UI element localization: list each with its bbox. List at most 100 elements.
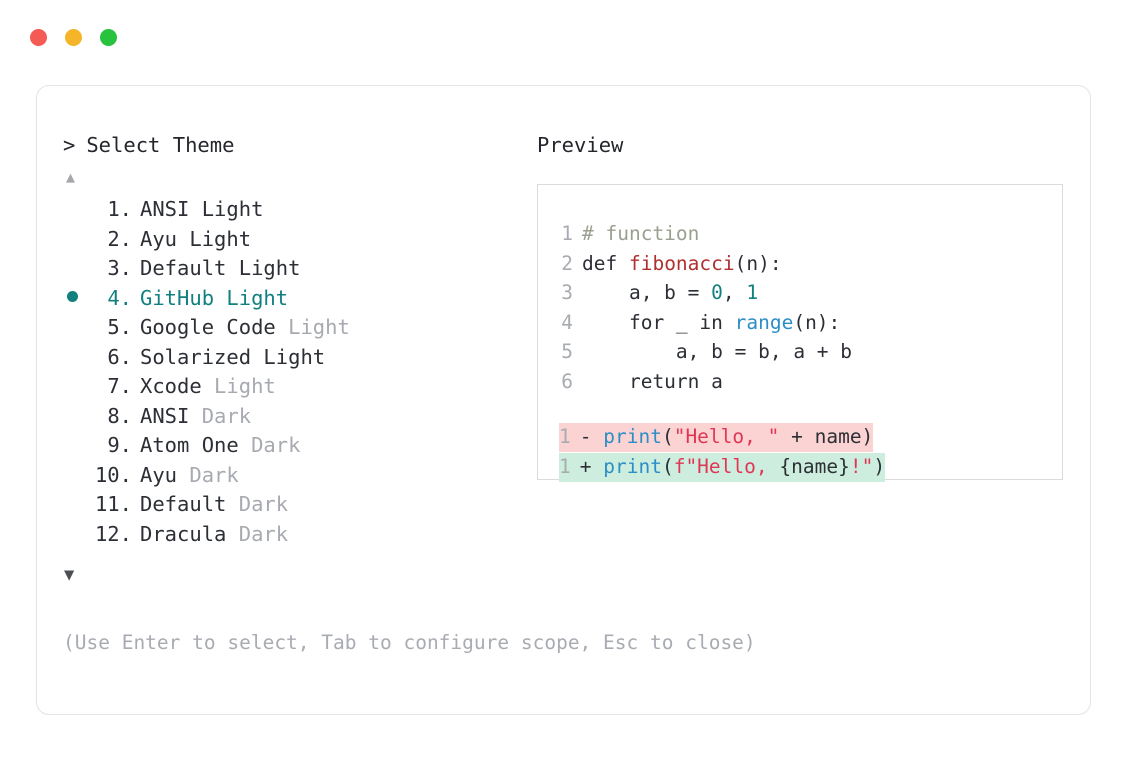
theme-list-item[interactable]: 10. Ayu Dark (63, 463, 523, 493)
index-gap (132, 404, 140, 428)
theme-list-item[interactable]: 12. Dracula Dark (63, 522, 523, 552)
theme-item-index: 8. (107, 403, 132, 428)
diff-token: !" (849, 454, 874, 478)
code-line: 4 for _ in range(n): (538, 311, 1062, 341)
code-line-content: a, b = 0, 1 (582, 281, 758, 304)
theme-item-name: Ayu (140, 462, 178, 487)
diff-token: ) (873, 454, 886, 478)
maximize-window-dot[interactable] (100, 29, 117, 46)
diff-token: ( (661, 454, 674, 478)
index-gap (132, 433, 140, 457)
scroll-up-arrow-icon[interactable]: ▲ (66, 168, 76, 186)
code-line: 2 def fibonacci(n): (538, 252, 1062, 282)
minimize-window-dot[interactable] (65, 29, 82, 46)
theme-item-index: 7. (107, 374, 132, 398)
theme-item-variant: Dark (189, 403, 252, 428)
code-line-content: a, b = b, a + b (582, 340, 852, 363)
index-gap (132, 345, 140, 369)
theme-item-variant: Light (275, 315, 350, 339)
theme-list-item[interactable]: 1. ANSI Light (63, 197, 523, 227)
index-gap (132, 286, 140, 310)
code-line: 1# function (538, 222, 1062, 252)
code-token: (n): (734, 251, 782, 275)
diff-line-number: 1 (559, 454, 571, 478)
code-token: 0 (711, 281, 723, 304)
prompt-caret-icon: > (63, 133, 76, 157)
theme-item-variant: Light (251, 344, 326, 369)
theme-list-item[interactable]: 3. Default Light (63, 256, 523, 286)
theme-list-item[interactable]: 4. GitHub Light (63, 286, 523, 316)
code-line-number: 4 (561, 310, 573, 334)
theme-list-item[interactable]: 8. ANSI Dark (63, 404, 523, 434)
diff-token: {name} (779, 454, 850, 478)
theme-list-item[interactable]: 2. Ayu Light (63, 227, 523, 257)
theme-item-variant: Dark (226, 492, 289, 516)
code-token: fibonacci (628, 251, 735, 275)
theme-item-name: ANSI (140, 403, 190, 428)
theme-item-index: 11. (94, 492, 132, 516)
theme-list-item[interactable]: 7. Xcode Light (63, 374, 523, 404)
theme-item-variant: Light (189, 197, 264, 221)
theme-item-index: 12. (94, 521, 132, 546)
diff-marker-gap (592, 425, 604, 448)
code-spacer (538, 399, 1062, 423)
diff-block: 1- print("Hello, " + name)1+ print(f"Hel… (538, 423, 1062, 482)
preview-title: Preview (537, 133, 624, 157)
diff-token: print (603, 425, 662, 448)
index-gap (132, 492, 140, 516)
code-token: # function (582, 222, 700, 245)
theme-item-name: Default (140, 492, 227, 516)
theme-list-item[interactable]: 6. Solarized Light (63, 345, 523, 375)
code-token: 1 (746, 281, 759, 304)
theme-list-item[interactable]: 11. Default Dark (63, 492, 523, 522)
code-token: for _ in (582, 310, 735, 334)
theme-item-index: 3. (107, 256, 132, 280)
close-window-dot[interactable] (30, 29, 47, 46)
theme-item-index: 9. (107, 433, 132, 457)
code-token: def (582, 251, 629, 275)
theme-item-name: Atom One (140, 433, 239, 457)
theme-item-name: Xcode (140, 374, 202, 398)
code-line-number: 6 (561, 369, 573, 393)
code-token: a, b = (582, 281, 712, 304)
code-line-number: 5 (561, 340, 573, 363)
index-gap (132, 522, 140, 546)
diff-line-number: 1 (559, 425, 571, 448)
theme-list-item[interactable]: 5. Google Code Light (63, 315, 523, 345)
theme-item-name: Google Code (140, 315, 276, 339)
index-gap (132, 315, 140, 339)
theme-item-variant: Light (214, 285, 289, 310)
theme-item-variant: Light (226, 256, 301, 280)
code-line: 5 a, b = b, a + b (538, 340, 1062, 370)
theme-item-name: Solarized (140, 344, 252, 369)
diff-marker-gap (592, 455, 604, 478)
theme-item-index: 1. (107, 197, 132, 221)
theme-item-index: 5. (107, 315, 132, 339)
theme-list-item[interactable]: 9. Atom One Dark (63, 433, 523, 463)
code-token: a, b = b, a + b (582, 340, 853, 363)
page-title: Select Theme (86, 133, 235, 157)
theme-item-name: Default (140, 256, 227, 280)
theme-item-index: 4. (107, 285, 132, 310)
diff-token: + name) (779, 425, 874, 448)
scroll-down-arrow-icon[interactable]: ▼ (64, 565, 75, 585)
theme-item-name: Ayu (140, 226, 178, 251)
prompt-header: > Select Theme (63, 133, 523, 157)
index-gap (132, 374, 140, 398)
diff-token: print (603, 454, 662, 478)
keyboard-hint-text: (Use Enter to select, Tab to configure s… (63, 631, 756, 654)
diff-line-del: 1- print("Hello, " + name) (538, 423, 1062, 453)
code-line-number: 2 (561, 251, 573, 275)
diff-token: "Hello, " (673, 425, 780, 448)
code-token: range (734, 310, 794, 334)
theme-item-index: 10. (94, 462, 132, 487)
theme-item-variant: Light (201, 374, 276, 398)
index-gap (132, 197, 140, 221)
theme-item-name: ANSI (140, 197, 190, 221)
theme-item-index: 6. (107, 344, 132, 369)
index-gap (132, 227, 140, 251)
